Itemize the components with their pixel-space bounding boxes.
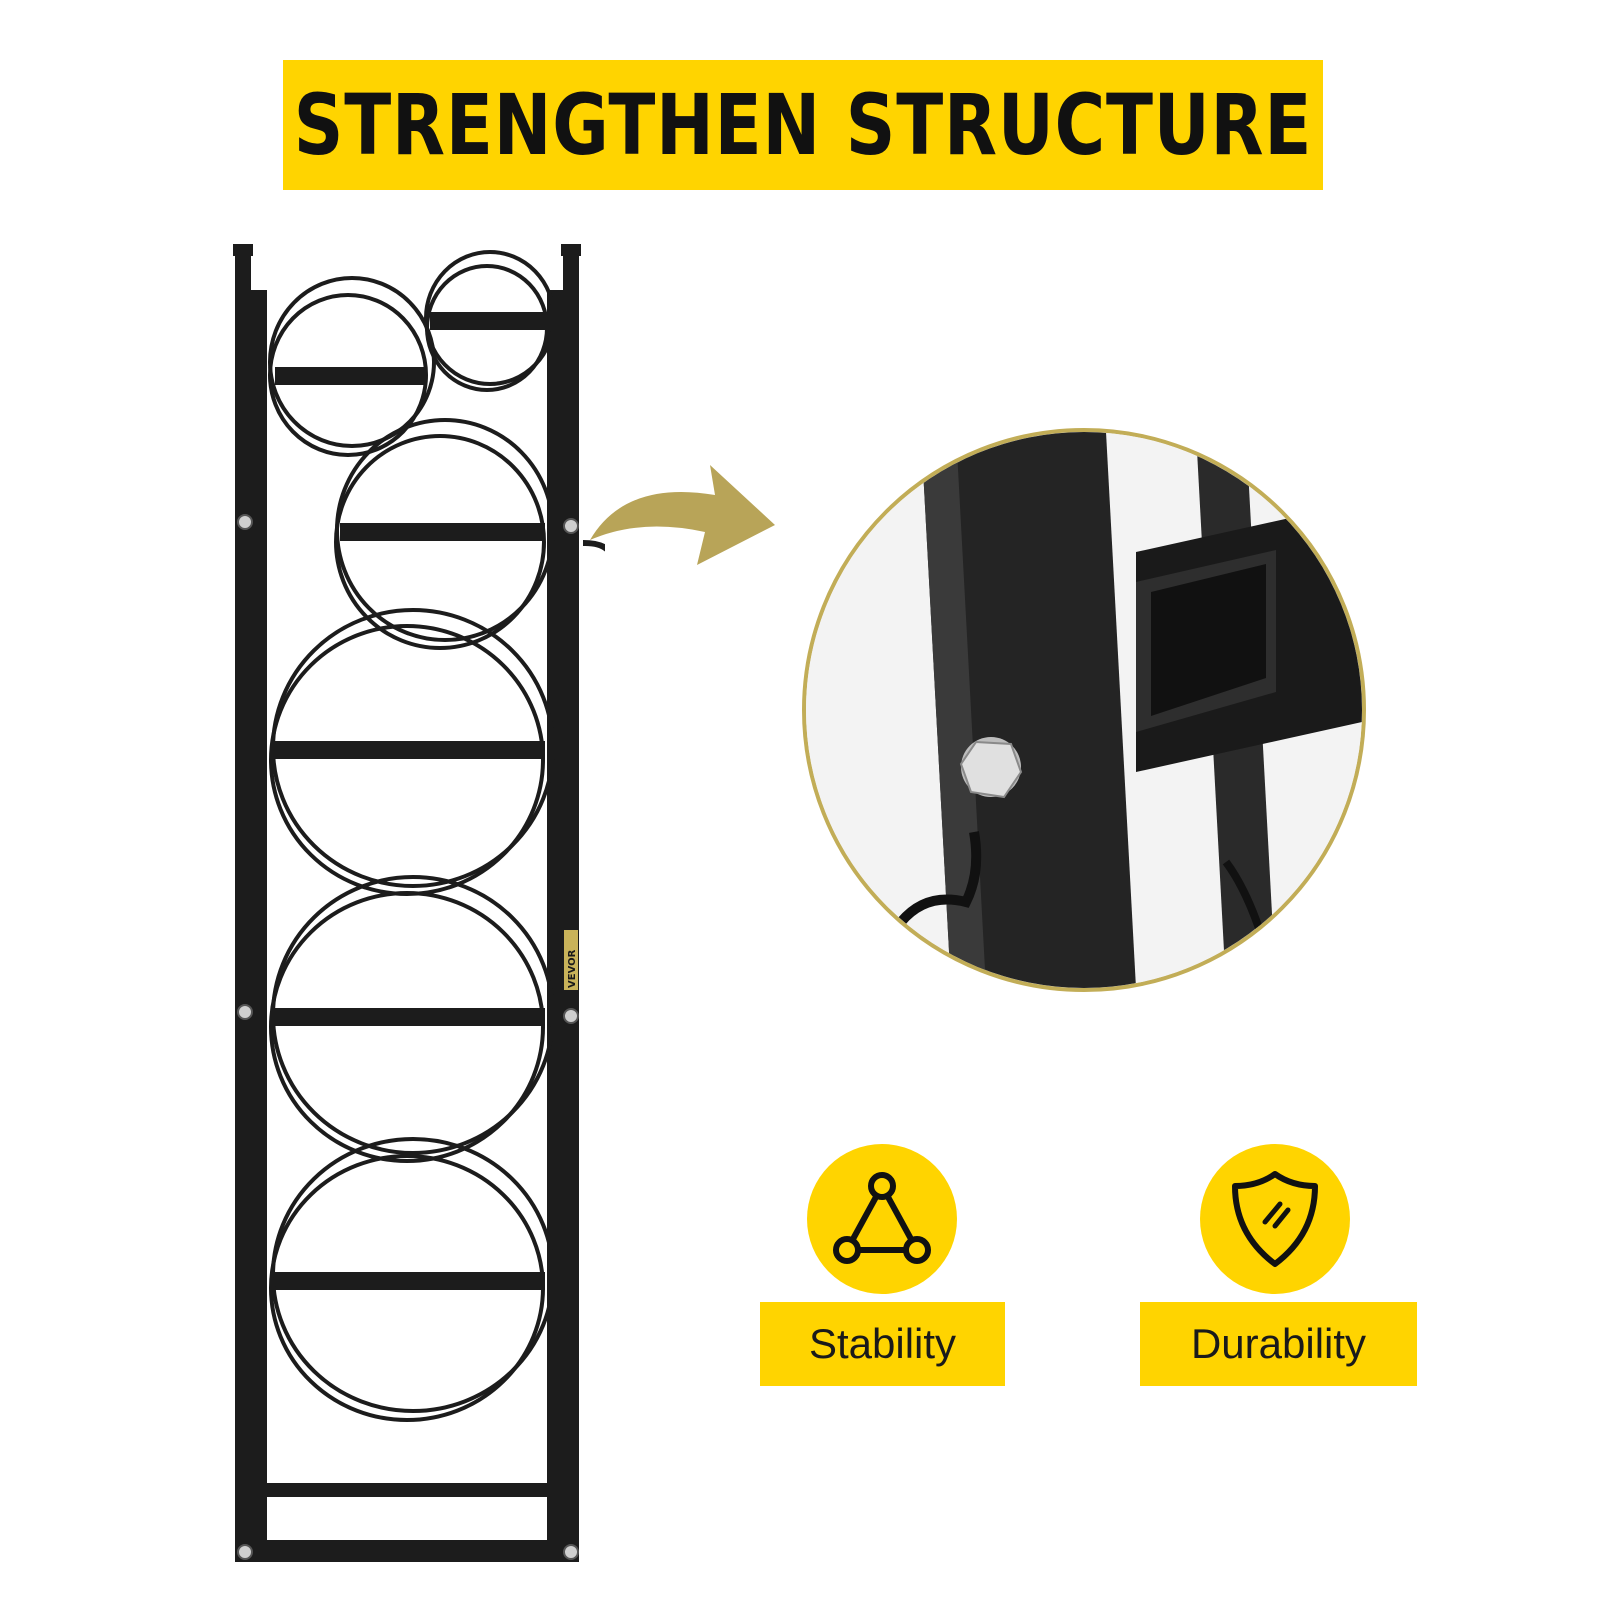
zoom-detail-image [802,428,1366,992]
triangle-nodes-icon [833,1172,931,1264]
durability-badge [1200,1144,1350,1294]
shield-icon [1232,1171,1318,1267]
page-title: STRENGTHEN STRUCTURE [293,76,1313,174]
title-banner: STRENGTHEN STRUCTURE [283,60,1323,190]
stability-label: Stability [760,1302,1005,1386]
product-rack-image: VEVOR [233,244,605,1562]
brand-tag: VEVOR [567,949,578,988]
curved-arrow-icon [590,465,775,565]
stability-badge [807,1144,957,1294]
durability-label: Durability [1140,1302,1417,1386]
